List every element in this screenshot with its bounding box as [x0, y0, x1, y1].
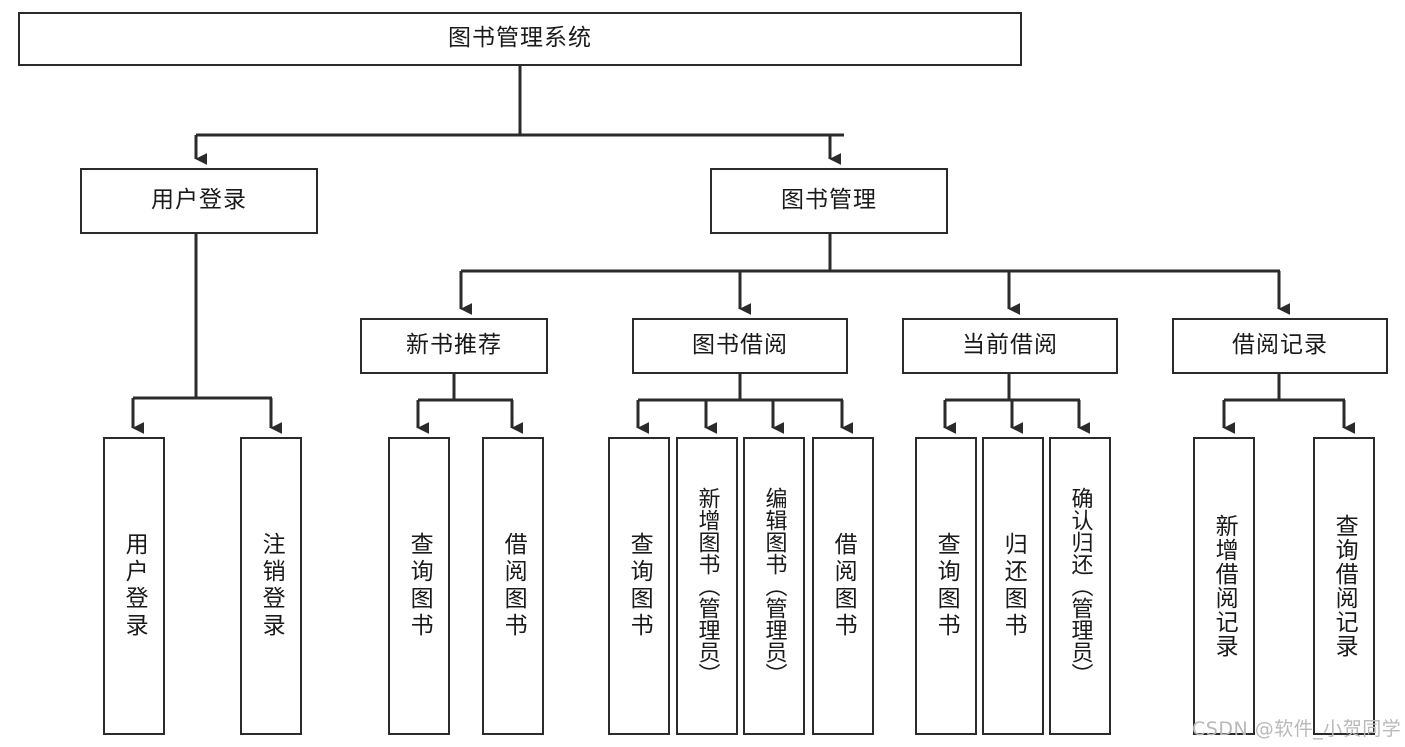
node-leaf-query-borrow-record[interactable]: 查询借阅记录 [1313, 437, 1375, 735]
node-book-management-system[interactable]: 图书管理系统 [18, 12, 1022, 66]
node-label: 确认归还（管理员） [1067, 487, 1093, 685]
node-label: 查询图书 [626, 532, 653, 640]
node-label: 编辑图书（管理员） [761, 487, 787, 685]
node-user-login[interactable]: 用户登录 [80, 168, 318, 234]
node-label: 借阅图书 [830, 532, 857, 640]
node-leaf-query-book-borrow[interactable]: 查询图书 [608, 437, 670, 735]
node-label: 当前借阅 [962, 332, 1058, 359]
node-label: 图书管理 [781, 187, 877, 214]
node-leaf-borrow-book-borrow[interactable]: 借阅图书 [812, 437, 874, 735]
node-leaf-confirm-return[interactable]: 确认归还（管理员） [1049, 437, 1111, 735]
node-label: 新增图书（管理员） [694, 487, 720, 685]
node-leaf-logout-login[interactable]: 注销登录 [240, 437, 302, 735]
node-leaf-borrow-book-recommend[interactable]: 借阅图书 [482, 437, 544, 735]
node-label: 查询图书 [406, 532, 433, 640]
node-book-manage[interactable]: 图书管理 [710, 168, 948, 234]
node-new-book-recommend[interactable]: 新书推荐 [360, 318, 548, 374]
node-label: 图书借阅 [692, 332, 788, 359]
node-leaf-edit-book[interactable]: 编辑图书（管理员） [743, 437, 805, 735]
node-label: 用户登录 [121, 532, 148, 640]
node-borrow-record[interactable]: 借阅记录 [1172, 318, 1388, 374]
node-label: 查询图书 [933, 532, 960, 640]
node-current-borrow[interactable]: 当前借阅 [902, 318, 1118, 374]
node-leaf-query-book-current[interactable]: 查询图书 [915, 437, 977, 735]
node-leaf-add-book[interactable]: 新增图书（管理员） [676, 437, 738, 735]
node-label: 借阅记录 [1232, 332, 1328, 359]
node-label: 注销登录 [258, 532, 285, 640]
node-label: 归还图书 [1000, 532, 1027, 640]
node-leaf-user-login[interactable]: 用户登录 [103, 437, 165, 735]
node-label: 用户登录 [151, 187, 247, 214]
node-label: 新增借阅记录 [1211, 514, 1238, 658]
node-book-borrow[interactable]: 图书借阅 [632, 318, 848, 374]
node-leaf-query-book-recommend[interactable]: 查询图书 [388, 437, 450, 735]
node-leaf-add-borrow-record[interactable]: 新增借阅记录 [1193, 437, 1255, 735]
csdn-watermark: CSDN @软件_小贺同学 [1192, 718, 1402, 740]
node-label: 查询借阅记录 [1331, 514, 1358, 658]
node-label: 图书管理系统 [448, 25, 592, 52]
node-label: 借阅图书 [500, 532, 527, 640]
node-leaf-return-book[interactable]: 归还图书 [982, 437, 1044, 735]
node-label: 新书推荐 [406, 332, 502, 359]
